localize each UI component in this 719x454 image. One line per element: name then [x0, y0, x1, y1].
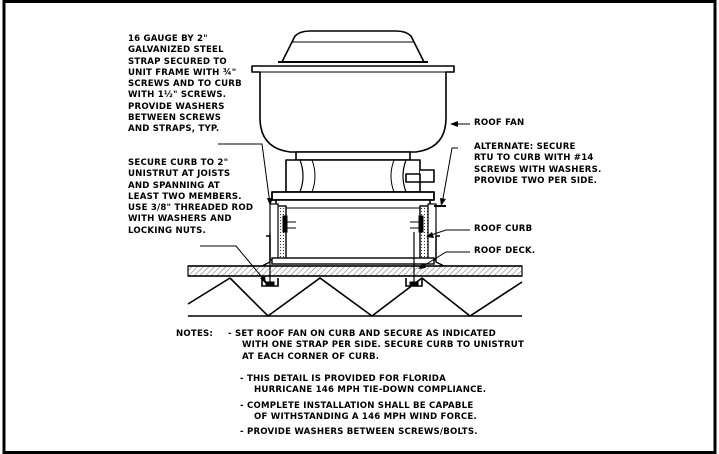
note-line: OF WITHSTANDING A 146 MPH WIND FORCE.	[254, 411, 477, 422]
notes-list-cont: - THIS DETAIL IS PROVIDED FOR FLORIDA HU…	[240, 374, 486, 438]
roof-fan	[251, 30, 455, 201]
roof-deck-label: ROOF DECK.	[474, 246, 536, 256]
notes-list: - SET ROOF FAN ON CURB AND SECURE AS IND…	[228, 329, 524, 367]
curb-unistrut-callout-line: AND SPANNING AT	[128, 180, 220, 191]
strap-callout-line: GALVANIZED STEEL	[128, 45, 224, 56]
joist-truss	[187, 276, 523, 318]
strap-callout-line: AND STRAPS, TYP.	[128, 124, 220, 135]
curb-unistrut-callout-line: LOCKING NUTS.	[128, 225, 206, 236]
note-line: WITH ONE STRAP PER SIDE. SECURE CURB TO …	[242, 340, 525, 351]
leader-lines	[200, 123, 470, 283]
note-item: - PROVIDE WASHERS BETWEEN SCREWS/BOLTS.	[240, 427, 486, 438]
strap-callout-line: STRAP SECURED TO	[128, 56, 227, 67]
note-item: - COMPLETE INSTALLATION SHALL BE CAPABLE…	[240, 401, 486, 424]
note-line: - THIS DETAIL IS PROVIDED FOR FLORIDA	[240, 374, 446, 384]
curb-unistrut-callout-line: UNISTRUT AT JOISTS	[128, 169, 231, 180]
note-line: HURRICANE 146 MPH TIE-DOWN COMPLIANCE.	[254, 385, 487, 396]
roof-curb-label: ROOF CURB	[474, 224, 533, 234]
roof-fan-label: ROOF FAN	[474, 118, 525, 128]
roof-deck	[187, 232, 523, 287]
curb-unistrut-callout-line: WITH WASHERS AND	[128, 214, 232, 225]
note-item: - SET ROOF FAN ON CURB AND SECURE AS IND…	[228, 329, 524, 363]
leader-arrows	[260, 121, 458, 284]
alternate-callout: ALTERNATE: SECURE RTU TO CURB WITH #14 S…	[474, 142, 601, 187]
strap-callout-line: UNIT FRAME WITH ¾"	[128, 67, 237, 78]
strap-callout-line: SCREWS AND TO CURB	[128, 79, 242, 90]
note-item: - THIS DETAIL IS PROVIDED FOR FLORIDA HU…	[240, 374, 486, 397]
strap-callout-line: BETWEEN SCREWS	[128, 113, 222, 124]
notes-heading: NOTES:	[176, 329, 214, 339]
alternate-callout-line: SCREWS WITH WASHERS.	[474, 164, 602, 175]
curb-unistrut-callout-line: USE 3/8" THREADED ROD	[128, 203, 254, 214]
roof-curb	[261, 199, 446, 267]
strap-callout-line: PROVIDE WASHERS	[128, 101, 225, 112]
alternate-callout-line: ALTERNATE: SECURE	[474, 142, 576, 152]
curb-unistrut-callout-line: SECURE CURB TO 2"	[128, 158, 229, 168]
strap-callout-line: 16 GAUGE BY 2"	[128, 34, 208, 44]
note-line: - COMPLETE INSTALLATION SHALL BE CAPABLE	[240, 400, 474, 411]
note-line: - SET ROOF FAN ON CURB AND SECURE AS IND…	[228, 329, 496, 339]
alternate-callout-line: RTU TO CURB WITH #14	[474, 153, 594, 164]
note-line: AT EACH CORNER OF CURB.	[242, 351, 380, 362]
strap-callout-line: WITH 1½" SCREWS.	[128, 90, 227, 101]
note-line: - PROVIDE WASHERS BETWEEN SCREWS/BOLTS.	[240, 427, 478, 438]
alternate-callout-line: PROVIDE TWO PER SIDE.	[474, 175, 598, 186]
strap-callout: 16 GAUGE BY 2" GALVANIZED STEEL STRAP SE…	[128, 34, 242, 136]
curb-unistrut-callout: SECURE CURB TO 2" UNISTRUT AT JOISTS AND…	[128, 158, 253, 237]
curb-unistrut-callout-line: LEAST TWO MEMBERS.	[128, 191, 242, 202]
